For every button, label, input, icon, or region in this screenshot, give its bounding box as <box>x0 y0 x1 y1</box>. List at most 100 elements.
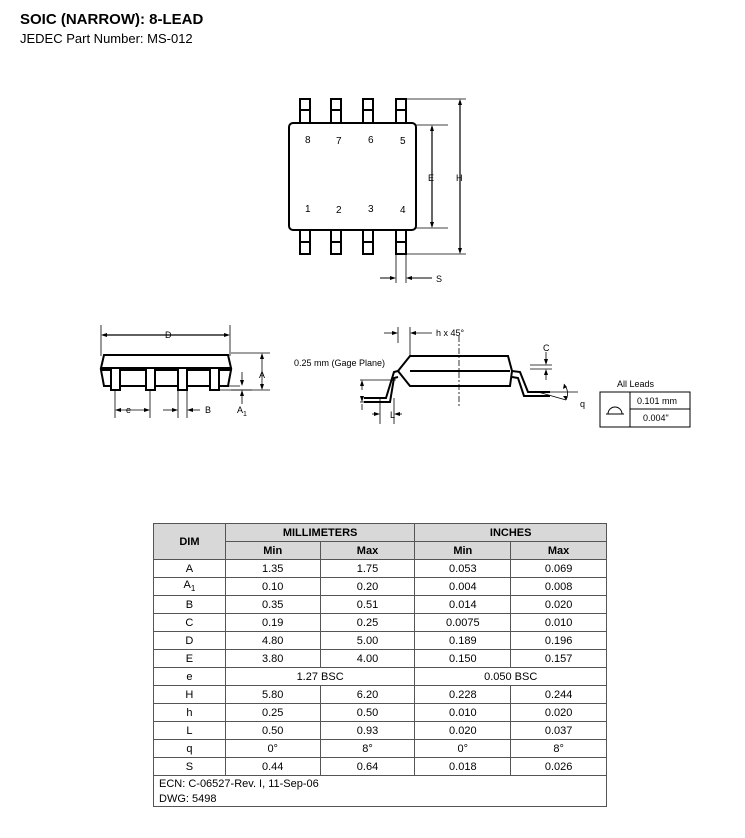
value-cell: 0.150 <box>414 649 512 668</box>
page-subtitle: JEDEC Part Number: MS-012 <box>20 31 193 46</box>
coplanarity-box <box>599 391 691 428</box>
value-cell: 0.069 <box>510 559 607 578</box>
dim-q-label: q <box>580 399 585 409</box>
dim-B-label: B <box>205 405 211 415</box>
pin-7-label: 7 <box>336 136 342 147</box>
dim-A-label: A <box>259 370 265 380</box>
in-max-header: Max <box>510 541 607 560</box>
value-cell: 0.020 <box>510 595 607 614</box>
dim-cell: q <box>153 739 226 758</box>
value-cell: 0° <box>414 739 512 758</box>
value-cell: 0.10 <box>224 577 321 596</box>
value-cell: 1.35 <box>224 559 321 578</box>
dim-cell: H <box>153 685 226 704</box>
coplanarity-inch: 0.004" <box>643 413 669 423</box>
dim-cell: h <box>153 703 226 722</box>
value-cell: 0.25 <box>224 703 321 722</box>
dwg-note: DWG: 5498 <box>153 791 607 807</box>
dim-cell: D <box>153 631 226 650</box>
value-cell: 0.228 <box>414 685 512 704</box>
value-cell: 0.50 <box>319 703 416 722</box>
in-header: INCHES <box>414 523 607 542</box>
value-cell: 0.44 <box>224 757 321 776</box>
value-cell: 0.189 <box>414 631 512 650</box>
pin-8-label: 8 <box>305 135 311 146</box>
value-cell: 0.010 <box>510 613 607 632</box>
dim-e-label: e <box>126 405 131 415</box>
value-cell: 5.80 <box>224 685 321 704</box>
dim-header: DIM <box>153 523 226 560</box>
dim-cell: S <box>153 757 226 776</box>
dim-L-label: L <box>390 410 395 420</box>
value-cell: 6.20 <box>319 685 416 704</box>
value-cell: 8° <box>510 739 607 758</box>
value-cell: 0° <box>224 739 321 758</box>
value-cell: 0.64 <box>319 757 416 776</box>
value-cell: 0.50 <box>224 721 321 740</box>
value-cell: 0.004 <box>414 577 512 596</box>
dim-C-label: C <box>543 343 550 353</box>
end-view <box>360 327 578 424</box>
dim-D-label: D <box>165 330 172 340</box>
dim-A1-label: A1 <box>237 405 247 418</box>
dim-H-label: H <box>456 173 463 183</box>
mm-header: MILLIMETERS <box>224 523 416 542</box>
value-cell: 0.010 <box>414 703 512 722</box>
gage-plane-label: 0.25 mm (Gage Plane) <box>294 358 385 368</box>
pin-6-label: 6 <box>368 135 374 146</box>
package-drawing: 8 7 6 5 1 2 3 4 E H S D A e B A1 h x 45°… <box>99 98 691 428</box>
value-cell: 0.020 <box>510 703 607 722</box>
value-cell: 4.80 <box>224 631 321 650</box>
value-cell: 0.25 <box>319 613 416 632</box>
dim-h-label: h x 45° <box>436 328 465 338</box>
dimensions-table: DIM MILLIMETERS INCHES Min Max Min Max A… <box>153 523 607 807</box>
ecn-note: ECN: C-06527-Rev. I, 11-Sep-06 <box>153 775 607 791</box>
dim-cell: L <box>153 721 226 740</box>
dim-cell: A1 <box>153 577 226 596</box>
pin-5-label: 5 <box>400 136 406 147</box>
value-cell: 0.008 <box>510 577 607 596</box>
top-view <box>288 98 466 283</box>
value-cell: 0.244 <box>510 685 607 704</box>
value-cell: 0.050 BSC <box>414 667 607 686</box>
value-cell: 0.037 <box>510 721 607 740</box>
dim-cell: C <box>153 613 226 632</box>
value-cell: 4.00 <box>319 649 416 668</box>
pin-1-label: 1 <box>305 204 311 215</box>
value-cell: 0.026 <box>510 757 607 776</box>
coplanarity-mm: 0.101 mm <box>637 396 677 406</box>
pin-3-label: 3 <box>368 204 374 215</box>
value-cell: 0.157 <box>510 649 607 668</box>
mm-max-header: Max <box>319 541 416 560</box>
side-view <box>99 325 270 418</box>
coplanarity-icon <box>606 406 624 415</box>
value-cell: 0.20 <box>319 577 416 596</box>
value-cell: 8° <box>319 739 416 758</box>
dim-cell: B <box>153 595 226 614</box>
value-cell: 1.27 BSC <box>224 667 416 686</box>
value-cell: 0.020 <box>414 721 512 740</box>
pin-4-label: 4 <box>400 205 406 216</box>
dim-cell: e <box>153 667 226 686</box>
pin-2-label: 2 <box>336 205 342 216</box>
dim-cell: E <box>153 649 226 668</box>
mm-min-header: Min <box>224 541 321 560</box>
value-cell: 0.018 <box>414 757 512 776</box>
value-cell: 0.35 <box>224 595 321 614</box>
all-leads-label: All Leads <box>617 379 655 389</box>
value-cell: 0.0075 <box>414 613 512 632</box>
in-min-header: Min <box>414 541 512 560</box>
value-cell: 3.80 <box>224 649 321 668</box>
